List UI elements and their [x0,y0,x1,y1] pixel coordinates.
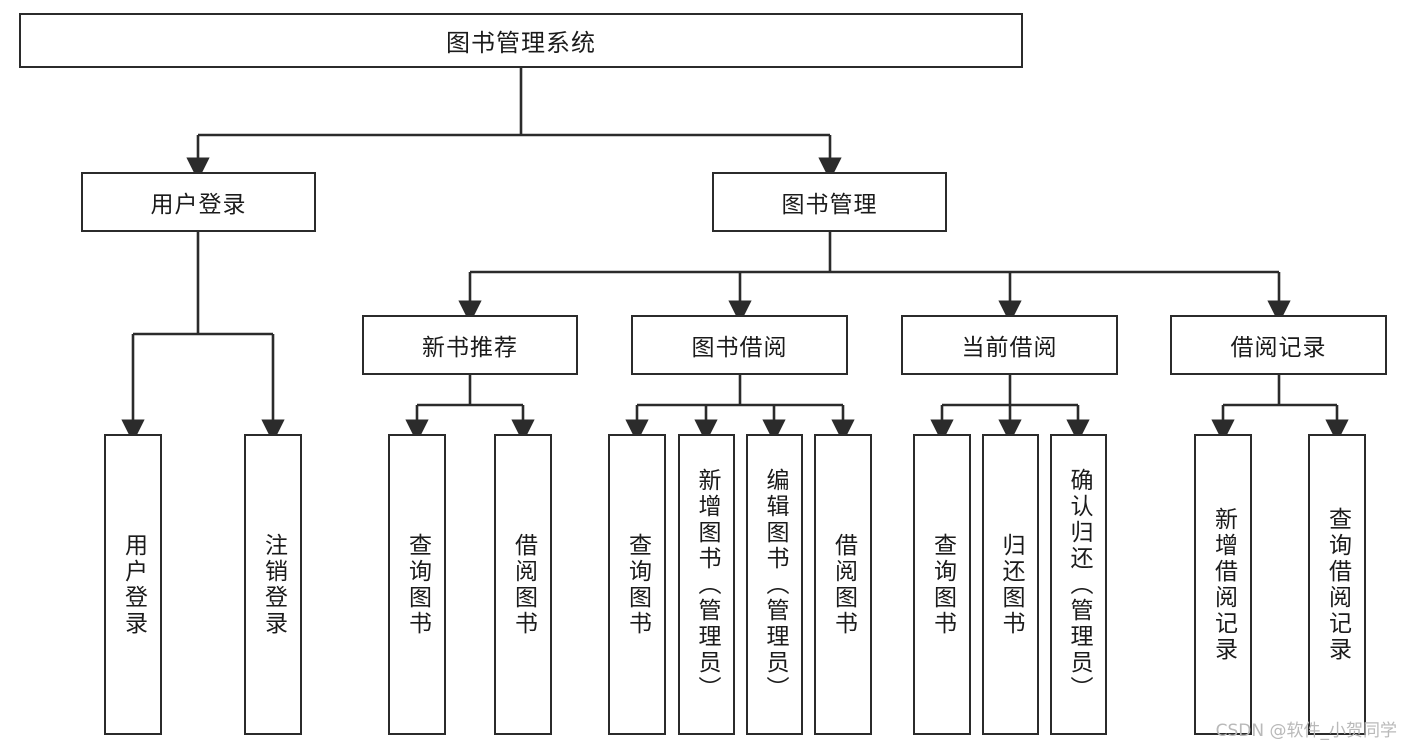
leaf-borrow-book[interactable]: 借阅图书 [814,434,872,735]
leaf-logout[interactable]: 注销登录 [244,434,302,735]
leaf-borrow-book-recommend[interactable]: 借阅图书 [494,434,552,735]
node-book-management[interactable]: 图书管理 [712,172,947,232]
csdn-watermark: CSDN @软件_小贺同学 [1215,721,1397,741]
node-borrow-record[interactable]: 借阅记录 [1170,315,1387,375]
node-label: 编辑图书（管理员） [762,467,788,702]
node-label: 图书借阅 [691,335,788,361]
node-label: 当前借阅 [961,335,1058,361]
node-label: 借阅图书 [510,532,537,637]
node-label: 用户登录 [150,192,247,218]
node-label: 借阅图书 [830,532,857,637]
leaf-return-book[interactable]: 归还图书 [982,434,1039,735]
node-new-book-recommend[interactable]: 新书推荐 [362,315,578,375]
leaf-edit-book-admin[interactable]: 编辑图书（管理员） [746,434,803,735]
leaf-add-borrow-record[interactable]: 新增借阅记录 [1194,434,1252,735]
node-label: 用户登录 [120,532,147,637]
leaf-user-login[interactable]: 用户登录 [104,434,162,735]
node-label: 新增借阅记录 [1210,506,1237,663]
leaf-query-borrow-record[interactable]: 查询借阅记录 [1308,434,1366,735]
node-label: 确认归还（管理员） [1066,467,1092,702]
node-label: 注销登录 [260,532,287,637]
leaf-confirm-return-admin[interactable]: 确认归还（管理员） [1050,434,1107,735]
node-label: 查询图书 [404,532,431,637]
node-book-borrow[interactable]: 图书借阅 [631,315,848,375]
node-user-login[interactable]: 用户登录 [81,172,316,232]
node-label: 归还图书 [998,532,1024,637]
node-label: 查询借阅记录 [1324,506,1351,663]
leaf-query-book-recommend[interactable]: 查询图书 [388,434,446,735]
node-label: 借阅记录 [1230,335,1327,361]
leaf-add-book-admin[interactable]: 新增图书（管理员） [678,434,735,735]
node-label: 新增图书（管理员） [694,467,720,702]
node-label: 图书管理系统 [446,29,596,57]
node-root-library-system[interactable]: 图书管理系统 [19,13,1023,68]
leaf-query-book-borrow[interactable]: 查询图书 [608,434,666,735]
node-label: 查询图书 [624,532,651,637]
node-label: 新书推荐 [422,335,518,361]
leaf-query-book-current[interactable]: 查询图书 [913,434,971,735]
node-label: 查询图书 [929,532,956,637]
node-current-borrow[interactable]: 当前借阅 [901,315,1118,375]
node-label: 图书管理 [781,192,878,218]
